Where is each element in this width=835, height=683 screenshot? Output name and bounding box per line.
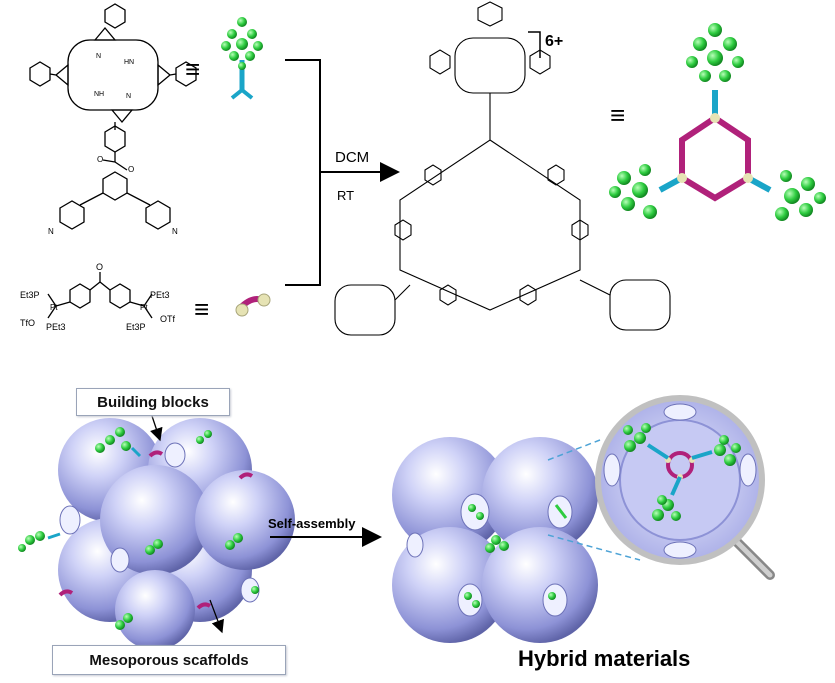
pyridine-n-left-label: N	[48, 227, 54, 236]
building-block-particles	[18, 427, 259, 630]
mesoporous-scaffolds-label: Mesoporous scaffolds	[52, 645, 286, 675]
pyridine-n-right-label: N	[172, 227, 178, 236]
equivalence-symbol-3: ≡	[610, 100, 625, 130]
equivalence-symbol-2: ≡	[194, 294, 209, 324]
carbonyl-o-label: O	[97, 155, 103, 164]
reaction-temperature: RT	[337, 188, 354, 203]
ester-o-label: O	[128, 165, 134, 174]
reaction-bracket	[285, 59, 321, 286]
pet3-left-bottom-label: PEt3	[46, 322, 66, 332]
metallacycle-ball-model	[609, 23, 826, 221]
equivalence-symbol-1: ≡	[185, 54, 200, 84]
self-assembly-label: Self-assembly	[268, 516, 356, 531]
building-blocks-label: Building blocks	[76, 388, 230, 416]
porphyrin-n2-label: N	[126, 93, 131, 100]
pt-right-label: Pt	[140, 303, 148, 312]
pet3-top-right-label: PEt3	[150, 290, 170, 300]
hybrid-material-spheres	[392, 437, 598, 643]
ligand-ball-model	[221, 17, 263, 100]
hybrid-materials-label: Hybrid materials	[518, 646, 690, 671]
reaction-solvent: DCM	[335, 149, 369, 166]
otf-right-label: OTf	[160, 314, 175, 324]
et3p-right-bottom-label: Et3P	[126, 322, 146, 332]
scaffold-pointer	[209, 599, 224, 634]
metallacycle-charge: 6+	[545, 33, 563, 50]
porphyrin-ligand-structure	[29, 3, 197, 230]
charge-bracket	[528, 31, 541, 58]
pt-acceptor-ball-model	[235, 293, 271, 317]
acceptor-carbonyl-o-label: O	[96, 262, 103, 272]
metallacycle-structure	[334, 1, 671, 336]
porphyrin-n-label: N	[96, 53, 101, 60]
mesoporous-scaffold	[58, 418, 295, 650]
tfo-left-label: TfO	[20, 318, 35, 328]
zoom-line-bottom	[547, 534, 641, 561]
porphyrin-hn-label: HN	[124, 59, 134, 66]
et3p-top-left-label: Et3P	[20, 290, 40, 300]
pt-acceptor-structure	[47, 272, 153, 319]
pt-left-label: Pt	[50, 303, 58, 312]
porphyrin-nh-label: NH	[94, 91, 104, 98]
magnifier-icon	[595, 395, 775, 580]
